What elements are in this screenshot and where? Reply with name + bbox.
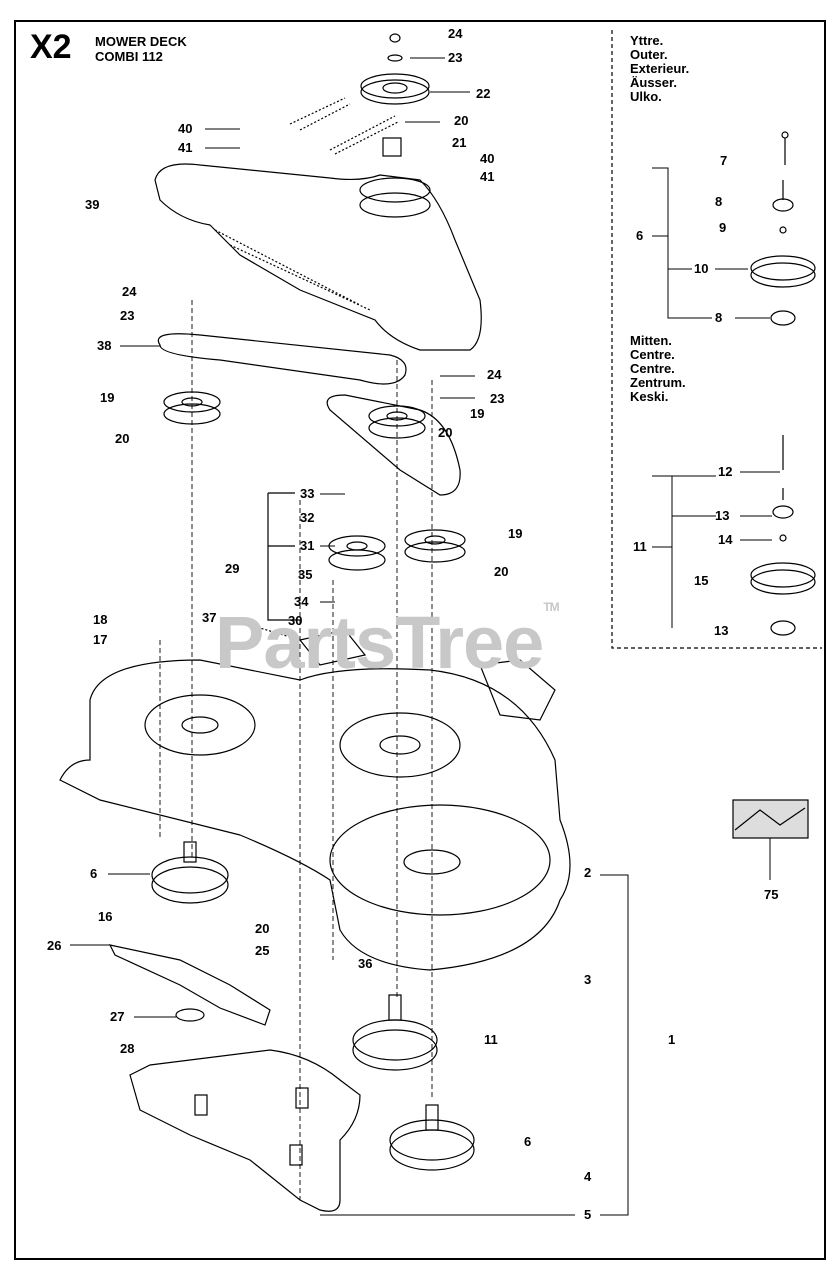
legend-center-3: Zentrum. [630, 375, 686, 390]
callout: 20 [438, 425, 453, 440]
callout: 18 [93, 612, 108, 627]
callout: 20 [115, 431, 130, 446]
callout: 20 [494, 564, 509, 579]
callout: 21 [452, 135, 467, 150]
callout: 1 [668, 1032, 676, 1047]
inset-outer-parts [750, 131, 816, 326]
callout: 10 [694, 261, 709, 276]
legend-center-2: Centre. [630, 361, 675, 376]
belt-cover [154, 163, 482, 351]
callout: 17 [93, 632, 108, 647]
callout: 24 [122, 284, 137, 299]
inset-divider [611, 30, 822, 649]
diagram-title-line1: MOWER DECK [95, 34, 187, 49]
callout: 40 [480, 151, 495, 166]
callout: 75 [764, 887, 779, 902]
callout: 3 [584, 972, 592, 987]
callout: 19 [470, 406, 485, 421]
legend-center-1: Centre. [630, 347, 675, 362]
callout: 37 [202, 610, 217, 625]
callout: 20 [255, 921, 270, 936]
callout: 12 [718, 464, 733, 479]
callout: 7 [720, 153, 728, 168]
diagram-title-line2: COMBI 112 [95, 49, 163, 64]
callout: 20 [454, 113, 469, 128]
callout: 34 [294, 594, 309, 609]
mower-deck [59, 659, 571, 971]
callout: 23 [448, 50, 463, 65]
diagram-code: X2 [30, 28, 72, 66]
callout: 13 [715, 508, 730, 523]
callout: 8 [715, 194, 723, 209]
callout: 30 [288, 613, 303, 628]
legend-outer-3: Äusser. [630, 75, 677, 90]
callout: 24 [487, 367, 502, 382]
spindle-right [389, 1104, 475, 1171]
watermark-text: PartsTree [215, 601, 544, 684]
part-75-decal [732, 799, 809, 839]
callout: 15 [694, 573, 709, 588]
callout: 22 [476, 86, 491, 101]
callout: 5 [584, 1207, 592, 1222]
watermark: PartsTreeTM [215, 600, 560, 685]
tensioner-arm [298, 629, 367, 666]
callout: 41 [178, 140, 193, 155]
callout: 9 [719, 220, 727, 235]
callout: 41 [480, 169, 495, 184]
mower-blade [108, 944, 271, 1026]
callout: 6 [636, 228, 644, 243]
diagram-frame [14, 20, 826, 1260]
callout: 28 [120, 1041, 135, 1056]
callout: 19 [100, 390, 115, 405]
pulley-right [404, 529, 466, 563]
callout: 25 [255, 943, 270, 958]
callout: 35 [298, 567, 313, 582]
callout: 27 [110, 1009, 125, 1024]
top-pulley [289, 33, 430, 157]
watermark-mark: TM [543, 600, 559, 614]
callout: 6 [90, 866, 98, 881]
callout: 39 [85, 197, 100, 212]
callout: 26 [47, 938, 62, 953]
callout: 2 [584, 865, 592, 880]
legend-center-0: Mitten. [630, 333, 672, 348]
callout: 29 [225, 561, 240, 576]
legend-outer-1: Outer. [630, 47, 668, 62]
callout: 31 [300, 538, 315, 553]
legend-outer-4: Ulko. [630, 89, 662, 104]
callout: 23 [490, 391, 505, 406]
callout: 40 [178, 121, 193, 136]
callout: 16 [98, 909, 113, 924]
callout: 32 [300, 510, 315, 525]
spindle-left [151, 841, 229, 904]
callout: 4 [584, 1169, 592, 1184]
callout: 36 [358, 956, 373, 971]
callout: 38 [97, 338, 112, 353]
callout: 33 [300, 486, 315, 501]
callout: 19 [508, 526, 523, 541]
legend-outer-0: Yttre. [630, 33, 664, 48]
callout: 24 [448, 26, 463, 41]
legend-center-4: Keski. [630, 389, 669, 404]
callout: 11 [484, 1032, 498, 1047]
callout: 6 [524, 1134, 532, 1149]
drive-belt [157, 333, 407, 385]
callout: 13 [714, 623, 729, 638]
inset-center-parts [750, 435, 816, 636]
deck-shield [129, 1049, 361, 1212]
callout: 8 [715, 310, 723, 325]
legend-outer-2: Exterieur. [630, 61, 690, 76]
callout: 14 [718, 532, 733, 547]
callout: 11 [633, 539, 647, 554]
pulley-tensioner [328, 535, 386, 571]
spindle-center [352, 994, 438, 1071]
callout: 23 [120, 308, 135, 323]
